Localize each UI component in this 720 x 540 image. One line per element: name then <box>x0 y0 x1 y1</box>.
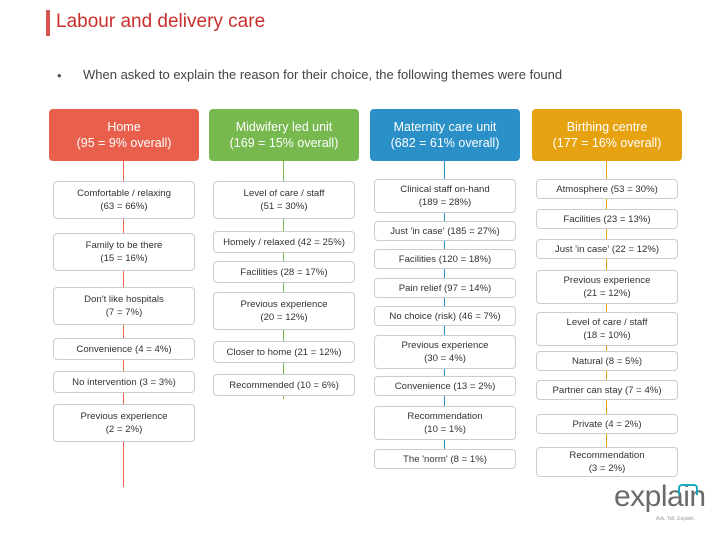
theme-box: Previous experience(21 = 12%) <box>536 270 678 304</box>
theme-box: Facilities (120 = 18%) <box>374 249 516 269</box>
logo-tagline: Ask. Tell. Explain. <box>656 516 696 522</box>
theme-box: Convenience (13 = 2%) <box>374 376 516 396</box>
bullet-marker: • <box>57 68 62 83</box>
theme-box: Previous experience(30 = 4%) <box>374 335 516 369</box>
column-midwifery: Midwifery led unit (169 = 15% overall) L… <box>209 109 359 539</box>
theme-box: Homely / relaxed (42 = 25%) <box>213 231 355 253</box>
theme-box: Previous experience(2 = 2%) <box>53 404 195 442</box>
column-name: Midwifery led unit <box>235 120 333 134</box>
theme-box: Atmosphere (53 = 30%) <box>536 179 678 199</box>
column-name: Maternity care unit <box>393 120 497 134</box>
theme-box: Partner can stay (7 = 4%) <box>536 380 678 400</box>
theme-box: Previous experience(20 = 12%) <box>213 292 355 330</box>
column-header-home: Home (95 = 9% overall) <box>49 109 199 161</box>
theme-box: Natural (8 = 5%) <box>536 351 678 371</box>
column-total: (95 = 9% overall) <box>76 136 172 150</box>
column-header-birthing: Birthing centre (177 = 16% overall) <box>532 109 682 161</box>
theme-box: Just 'in case' (22 = 12%) <box>536 239 678 259</box>
column-name: Birthing centre <box>566 120 648 134</box>
theme-box: Recommendation(3 = 2%) <box>536 447 678 477</box>
page-title: Labour and delivery care <box>56 11 266 32</box>
logo-accent-icon <box>678 484 698 495</box>
theme-box: Don't like hospitals(7 = 7%) <box>53 287 195 325</box>
column-maternity: Maternity care unit (682 = 61% overall) … <box>370 109 520 539</box>
theme-box: Recommended (10 = 6%) <box>213 374 355 396</box>
theme-box: Convenience (4 = 4%) <box>53 338 195 360</box>
column-total: (177 = 16% overall) <box>552 136 662 150</box>
subtitle: When asked to explain the reason for the… <box>83 67 563 82</box>
theme-box: Just 'in case' (185 = 27%) <box>374 221 516 241</box>
theme-box: Closer to home (21 = 12%) <box>213 341 355 363</box>
column-total: (682 = 61% overall) <box>390 136 500 150</box>
theme-box: No intervention (3 = 3%) <box>53 371 195 393</box>
theme-box: Level of care / staff(18 = 10%) <box>536 312 678 346</box>
column-home: Home (95 = 9% overall) Comfortable / rel… <box>49 109 199 539</box>
theme-box: Facilities (28 = 17%) <box>213 261 355 283</box>
column-birthing: Birthing centre (177 = 16% overall) Atmo… <box>532 109 682 539</box>
theme-box: The 'norm' (8 = 1%) <box>374 449 516 469</box>
theme-box: Private (4 = 2%) <box>536 414 678 434</box>
connector-line <box>444 161 446 449</box>
column-total: (169 = 15% overall) <box>229 136 339 150</box>
theme-box: Pain relief (97 = 14%) <box>374 278 516 298</box>
title-accent-bar <box>46 10 50 36</box>
theme-box: Level of care / staff(51 = 30%) <box>213 181 355 219</box>
column-header-midwifery: Midwifery led unit (169 = 15% overall) <box>209 109 359 161</box>
theme-box: Comfortable / relaxing(63 = 66%) <box>53 181 195 219</box>
column-name: Home <box>107 120 141 134</box>
theme-box: Clinical staff on-hand(189 = 28%) <box>374 179 516 213</box>
theme-box: Family to be there(15 = 16%) <box>53 233 195 271</box>
theme-box: Recommendation(10 = 1%) <box>374 406 516 440</box>
theme-box: No choice (risk) (46 = 7%) <box>374 306 516 326</box>
theme-box: Facilities (23 = 13%) <box>536 209 678 229</box>
column-header-maternity: Maternity care unit (682 = 61% overall) <box>370 109 520 161</box>
